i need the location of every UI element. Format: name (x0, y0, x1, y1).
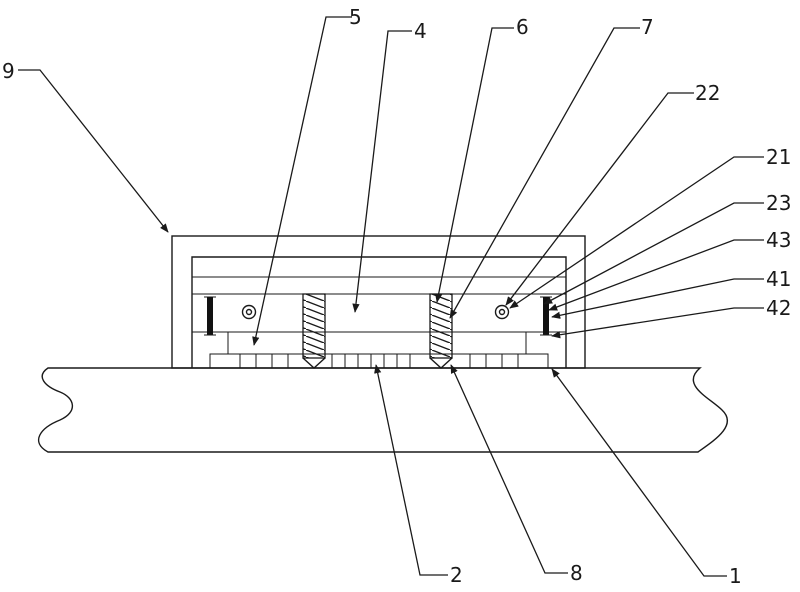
label-9: 9 (2, 59, 15, 83)
upper-plate (191, 276, 567, 333)
bottom-strip (209, 353, 549, 369)
label-22: 22 (695, 81, 720, 105)
right-pivot (494, 304, 510, 320)
outer-housing (171, 235, 586, 369)
lower-block (227, 331, 527, 355)
tick-marks (239, 354, 519, 368)
label-1: 1 (729, 564, 742, 587)
label-6: 6 (516, 15, 529, 39)
inner-frame (191, 256, 567, 368)
label-4: 4 (414, 19, 427, 43)
left-clamp (204, 296, 216, 336)
label-41: 41 (766, 267, 791, 291)
leader-lines (18, 16, 764, 577)
label-43: 43 (766, 228, 791, 252)
label-2: 2 (450, 563, 463, 587)
base-plate (37, 367, 729, 453)
label-5: 5 (349, 5, 362, 29)
left-screw (302, 293, 326, 369)
label-42: 42 (766, 296, 791, 320)
label-8: 8 (570, 561, 583, 585)
left-pivot (241, 304, 257, 320)
label-7: 7 (641, 15, 654, 39)
right-screw (429, 293, 453, 369)
label-21: 21 (766, 145, 791, 169)
label-23: 23 (766, 191, 791, 215)
